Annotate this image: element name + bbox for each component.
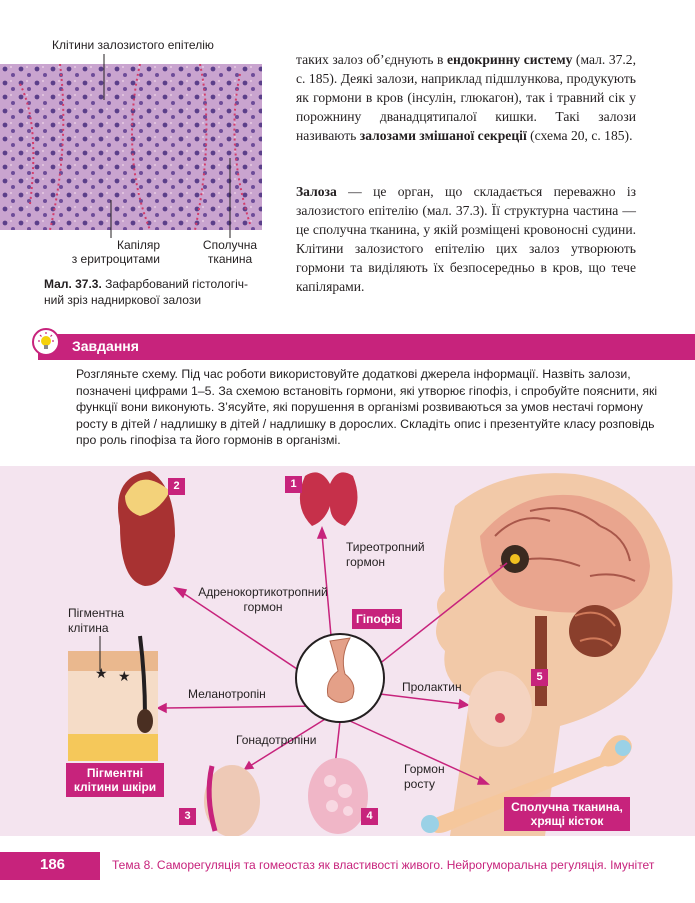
number-1: 1 <box>285 476 302 493</box>
number-5: 5 <box>531 669 548 686</box>
task-text: Розгляньте схему. Під час роботи викорис… <box>76 367 658 448</box>
term-gland: Залоза <box>296 184 337 199</box>
label-glandular-cells: Клітини залозистого епітелію <box>52 38 214 52</box>
skin-cells-tag: Пігментні клітини шкіри <box>66 763 164 797</box>
label-connective-tissue: Сполучна тканина <box>202 238 258 266</box>
paragraph-gland-definition: Залоза — це орган, що складається перева… <box>296 182 636 296</box>
text-run: — це орган, що складається переважно із … <box>296 184 636 294</box>
svg-text:★: ★ <box>118 668 131 684</box>
number-3: 3 <box>179 808 196 825</box>
label-capillary: Капіляр з еритроцитами <box>71 238 160 266</box>
label-gonadotropins: Гонадотропіни <box>236 733 317 747</box>
footer-page-bar <box>0 852 100 880</box>
figure-leader-lines <box>103 54 231 238</box>
label-melanotropin: Меланотропін <box>188 687 266 701</box>
figure-caption: Мал. 37.3. Зафарбований гістологіч- ний … <box>44 276 274 308</box>
label-growth-hormone: Гормон росту <box>404 762 445 791</box>
caption-text: Зафарбований гістологіч- ний зріз наднир… <box>44 277 249 307</box>
scheme-illustration: ★ ★ <box>68 471 673 836</box>
task-header-bar <box>38 334 695 360</box>
task-title: Завдання <box>72 338 139 354</box>
svg-text:★: ★ <box>95 665 108 681</box>
text-run: (мал. 37.2, с. 185). Деякі залози, напри… <box>296 52 637 143</box>
number-2: 2 <box>168 478 185 495</box>
page-number: 186 <box>40 856 66 873</box>
label-thyrotropic: Тиреотропний гормон <box>346 540 425 569</box>
term-mixed-secretion: залозами змішаної секреції <box>359 128 527 143</box>
pituitary-tag: Гіпофіз <box>352 609 402 629</box>
histology-micrograph <box>0 64 262 230</box>
label-prolactin: Пролактин <box>402 680 462 694</box>
bone-tissue-tag: Сполучна тканина, хрящі кісток <box>504 797 630 831</box>
caption-number: Мал. 37.3. <box>44 277 102 291</box>
paragraph-endocrine: таких залоз об’єднують в ендокринну сист… <box>296 50 636 145</box>
label-pigment-cell: Пігментна клітина <box>68 606 125 635</box>
text-run: таких залоз об’єднують в <box>296 52 447 67</box>
footer-topic: Тема 8. Саморегуляція та гомеостаз як вл… <box>112 858 655 872</box>
label-acth: Адренокортикотропний гормон <box>198 585 328 614</box>
number-4: 4 <box>361 808 378 825</box>
lightbulb-icon <box>32 328 60 356</box>
text-run: (схема 20, с. 185). <box>526 128 633 143</box>
term-endocrine-system: ендокринну систему <box>446 52 573 67</box>
